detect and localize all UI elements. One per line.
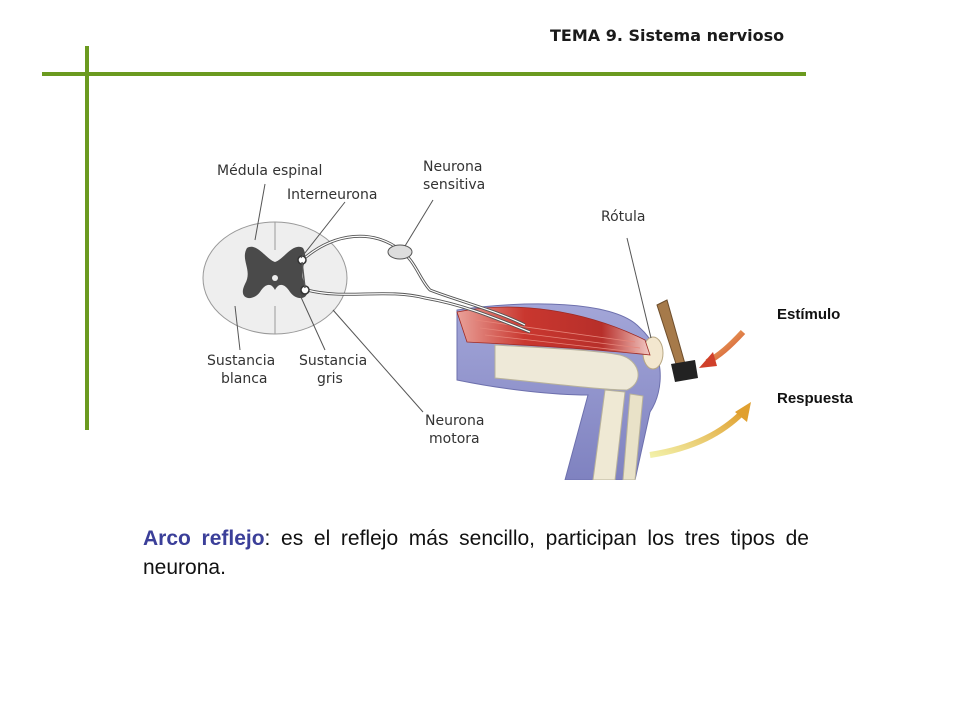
header-rule-vertical — [85, 46, 89, 430]
caption: Arco reflejo: es el reflejo más sencillo… — [143, 524, 809, 582]
spinal-cord-section — [202, 221, 348, 335]
neuron-paths — [297, 234, 531, 334]
response-arrow-icon — [649, 402, 751, 458]
reflex-arc-illustration — [202, 183, 751, 481]
label-rotula: Rótula — [601, 209, 646, 225]
label-neurona-sensitiva-line1: Neurona — [423, 159, 483, 175]
header-rule-horizontal — [42, 72, 806, 76]
label-medula-espinal: Médula espinal — [217, 163, 323, 179]
caption-term: Arco reflejo — [143, 527, 265, 550]
label-neurona-motora-line1: Neurona — [425, 413, 485, 429]
page-title: TEMA 9. Sistema nervioso — [550, 26, 785, 45]
label-sustancia-gris-line1: Sustancia — [299, 353, 368, 369]
label-neurona-sensitiva-line2: sensitiva — [423, 177, 486, 193]
reflex-arc-diagram: Médula espinal Interneurona Neurona sens… — [195, 150, 895, 481]
stimulus-arrow-icon — [699, 329, 746, 368]
caption-text: : es el reflejo más sencillo, participan… — [143, 527, 809, 579]
label-respuesta: Respuesta — [777, 390, 853, 407]
label-sustancia-gris-line2: gris — [317, 371, 343, 387]
reflex-hammer-icon — [656, 299, 698, 382]
leader-lines — [234, 183, 652, 413]
label-estimulo: Estímulo — [777, 306, 841, 323]
label-interneurona: Interneurona — [287, 187, 378, 203]
label-neurona-motora-line2: motora — [429, 431, 480, 447]
label-sustancia-blanca-line1: Sustancia — [207, 353, 276, 369]
label-sustancia-blanca-line2: blanca — [221, 371, 268, 387]
quadriceps-muscle — [456, 306, 651, 356]
